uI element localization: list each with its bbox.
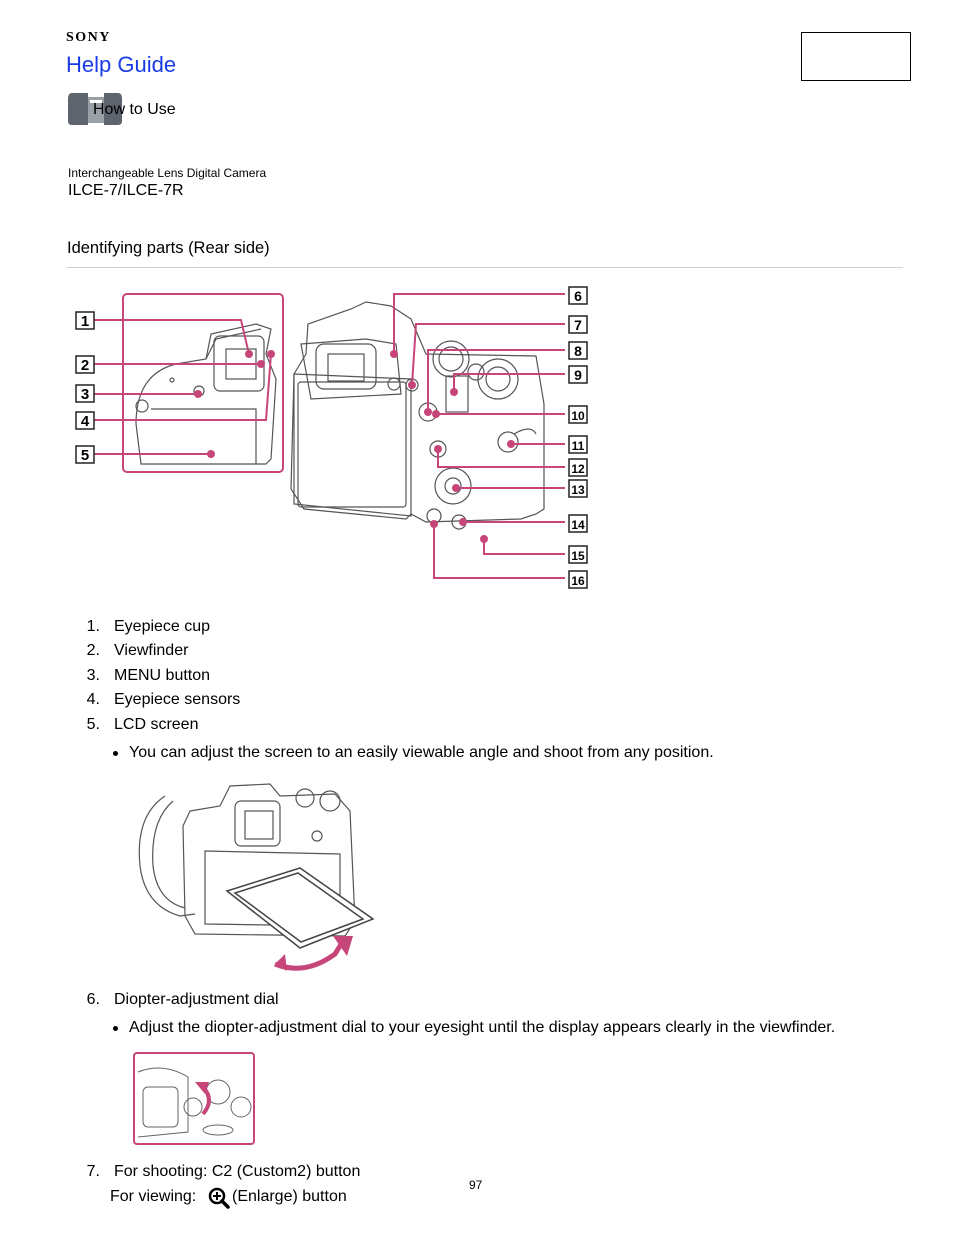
- list-item: 4.Eyepiece sensors: [86, 691, 241, 708]
- list-item-continuation: For viewing: (Enlarge) button: [110, 1185, 514, 1209]
- list-item: 7.For shooting: C2 (Custom2) button: [86, 1163, 361, 1180]
- breadcrumb-how-to-use[interactable]: How to Use: [93, 101, 176, 118]
- label-box-2: 2: [75, 355, 95, 374]
- svg-text:5: 5: [81, 447, 89, 464]
- svg-text:9: 9: [574, 367, 582, 383]
- label-box-12: 12: [568, 458, 588, 477]
- list-item: 5.LCD screen: [86, 716, 199, 733]
- label-box-13: 13: [568, 479, 588, 498]
- label-box-10: 10: [568, 405, 588, 424]
- product-model: ILCE-7/ILCE-7R: [68, 182, 184, 199]
- search-box-frame: [801, 32, 911, 81]
- label-box-5: 5: [75, 445, 95, 464]
- list-item: 6.Diopter-adjustment dial: [86, 991, 279, 1008]
- svg-text:6: 6: [574, 288, 582, 304]
- label-box-15: 15: [568, 545, 588, 564]
- bullet-note-lcd: You can adjust the screen to an easily v…: [113, 744, 873, 764]
- svg-text:11: 11: [572, 439, 585, 453]
- svg-text:7: 7: [574, 317, 582, 333]
- diopter-dial-illustration: [133, 1052, 255, 1145]
- bullet-note-diopter: Adjust the diopter-adjustment dial to yo…: [113, 1019, 903, 1039]
- page-number: 97: [469, 1178, 483, 1192]
- svg-text:16: 16: [571, 574, 585, 588]
- label-box-4: 4: [75, 411, 95, 430]
- label-box-11: 11: [568, 435, 588, 454]
- zoom-in-icon: [208, 1187, 230, 1209]
- label-box-8: 8: [568, 341, 588, 360]
- title-divider: [67, 267, 903, 268]
- tilting-lcd-illustration: [138, 783, 375, 971]
- svg-text:3: 3: [81, 386, 89, 403]
- label-box-9: 9: [568, 365, 588, 384]
- product-subtitle: Interchangeable Lens Digital Camera: [68, 166, 267, 180]
- svg-text:2: 2: [81, 357, 89, 374]
- list-item: 1.Eyepiece cup: [86, 618, 211, 635]
- svg-text:10: 10: [571, 409, 585, 423]
- how-to-use-icon: [68, 93, 122, 125]
- help-guide-link[interactable]: Help Guide: [66, 52, 177, 77]
- svg-text:13: 13: [571, 483, 585, 497]
- list-item: 2.Viewfinder: [86, 642, 189, 659]
- svg-text:15: 15: [571, 549, 585, 563]
- list-item: 3.MENU button: [86, 667, 211, 684]
- label-box-3: 3: [75, 384, 95, 403]
- label-box-16: 16: [568, 570, 588, 589]
- svg-text:1: 1: [81, 313, 89, 330]
- label-box-1: 1: [75, 311, 95, 330]
- svg-text:8: 8: [574, 343, 582, 359]
- sony-logo: SONY: [66, 30, 111, 45]
- svg-text:4: 4: [81, 413, 90, 430]
- camera-rear-diagram: 1 2 3 4 5 6 7 8 9 10 11 12 13 14 15 16: [75, 286, 588, 589]
- label-box-7: 7: [568, 315, 588, 334]
- label-box-14: 14: [568, 514, 588, 533]
- page-title: Identifying parts (Rear side): [67, 239, 270, 257]
- label-box-6: 6: [568, 286, 588, 305]
- svg-text:14: 14: [571, 518, 585, 532]
- svg-text:12: 12: [571, 462, 585, 476]
